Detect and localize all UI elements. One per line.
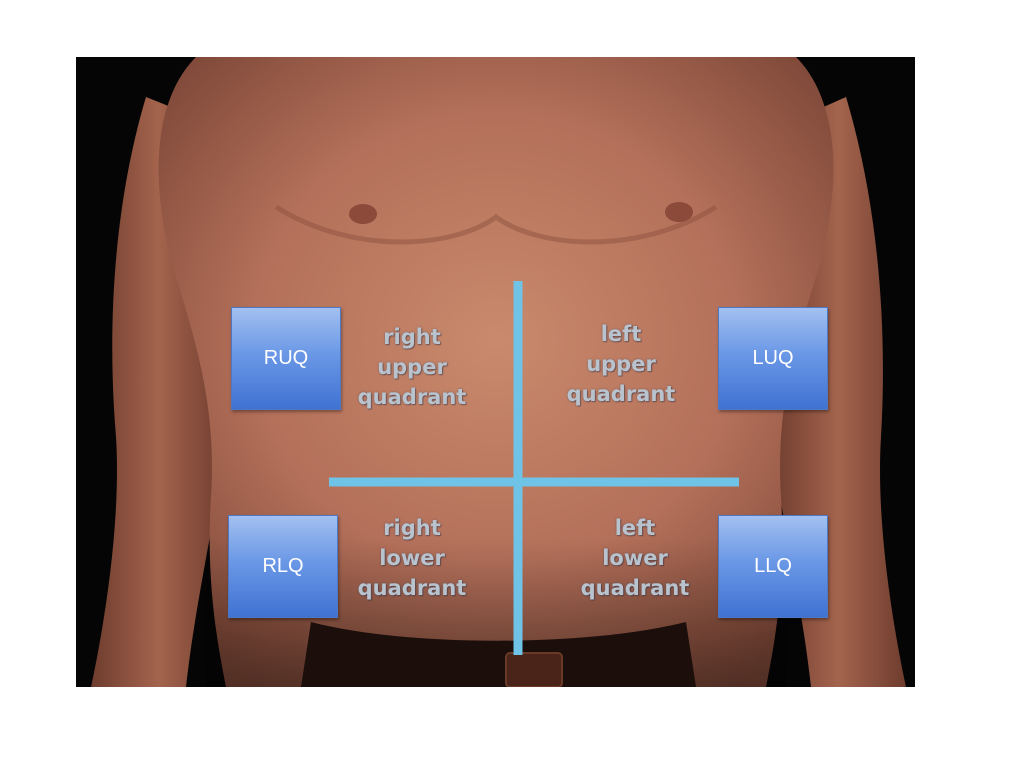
belt-buckle [505,652,563,687]
right-nipple [349,204,377,224]
luq-abbr: LUQ [752,347,794,369]
luq-box: LUQ [718,307,828,410]
llq-abbr: LLQ [754,555,792,577]
luq-label: left upper quadrant [566,322,676,406]
waistband [301,622,696,687]
rlq-label: right lower quadrant [357,516,467,600]
ruq-abbr: RUQ [263,347,309,369]
ruq-box: RUQ [231,307,341,410]
left-nipple [665,202,693,222]
llq-label: left lower quadrant [580,516,690,600]
rlq-abbr: RLQ [262,555,304,577]
ruq-label: right upper quadrant [357,325,467,409]
rlq-box: RLQ [228,515,338,618]
llq-box: LLQ [718,515,828,618]
